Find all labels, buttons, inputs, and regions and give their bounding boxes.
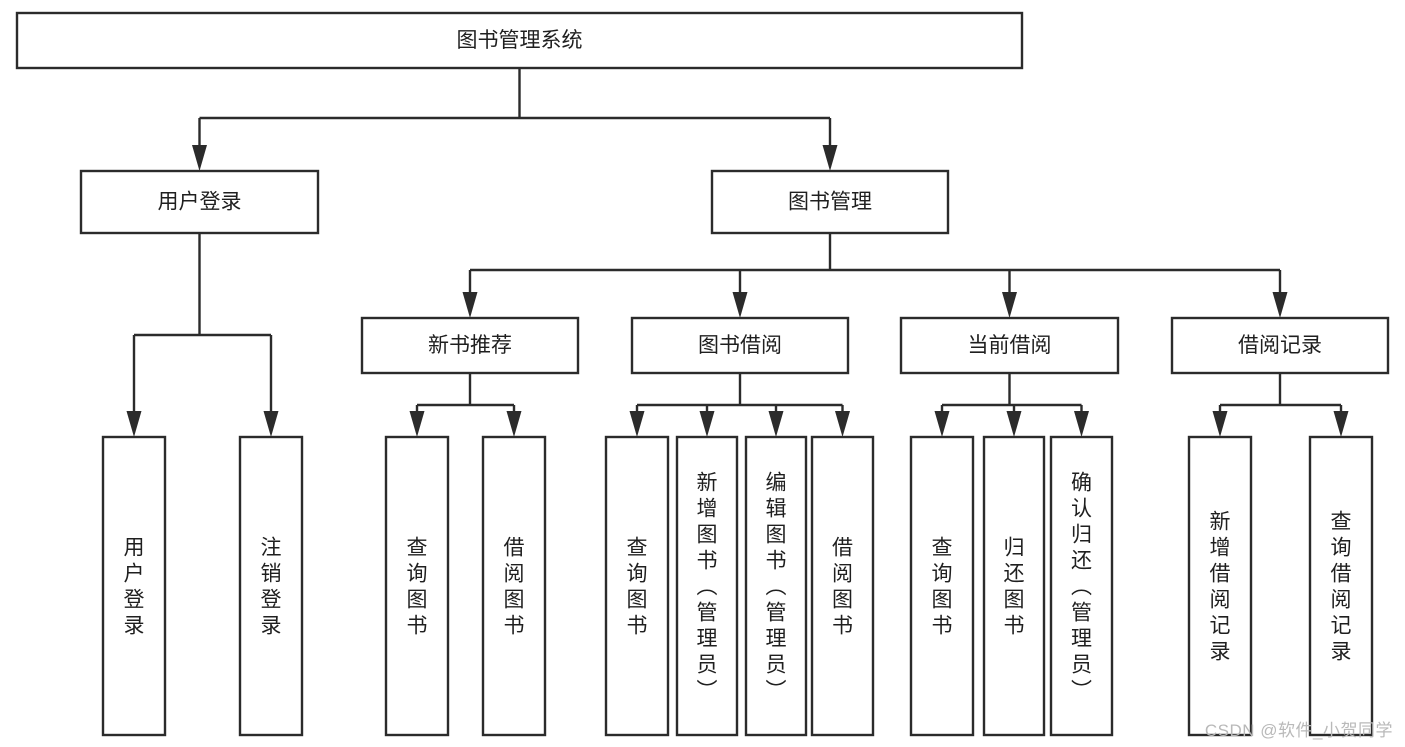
- node-new-book-rec[interactable]: 新书推荐: [360, 316, 580, 375]
- node-label-leaf-edit-book-admin: 编辑图书︵管理员︶: [766, 471, 787, 702]
- node-label-leaf-query-record: 查询借阅记录: [1331, 510, 1352, 663]
- arrow-head-book-borrow: [732, 292, 748, 318]
- arrow-head-leaf-borrow-book-1: [506, 411, 522, 437]
- node-leaf-return-book[interactable]: 归还图书: [982, 435, 1046, 737]
- node-box-leaf-borrow-book-1: [481, 435, 547, 737]
- node-label-user-login: 用户登录: [158, 191, 242, 214]
- node-box-user-login: [79, 169, 320, 235]
- node-leaf-logout[interactable]: 注销登录: [238, 435, 304, 737]
- node-leaf-add-record[interactable]: 新增借阅记录: [1187, 435, 1253, 737]
- node-box-leaf-borrow-book-2: [810, 435, 875, 737]
- node-label-current-borrow: 当前借阅: [968, 334, 1052, 357]
- node-box-leaf-add-book-admin: [675, 435, 739, 737]
- node-box-book-manage: [710, 169, 950, 235]
- node-box-borrow-record: [1170, 316, 1390, 375]
- node-label-leaf-borrow-book-2: 借阅图书: [832, 536, 853, 637]
- node-box-book-borrow: [630, 316, 850, 375]
- arrow-head-book-manage: [822, 145, 838, 171]
- node-leaf-query-record[interactable]: 查询借阅记录: [1308, 435, 1374, 737]
- node-label-borrow-record: 借阅记录: [1238, 334, 1322, 357]
- node-box-leaf-query-record: [1308, 435, 1374, 737]
- arrow-head-leaf-add-record: [1212, 411, 1228, 437]
- node-box-new-book-rec: [360, 316, 580, 375]
- arrow-head-leaf-confirm-return-admin: [1074, 411, 1089, 437]
- node-label-leaf-query-book-2: 查询图书: [627, 536, 648, 637]
- node-root[interactable]: 图书管理系统: [15, 11, 1024, 70]
- arrow-head-leaf-user-login: [126, 411, 142, 437]
- node-leaf-query-book-2[interactable]: 查询图书: [604, 435, 670, 737]
- arrow-head-leaf-edit-book-admin: [768, 411, 784, 437]
- arrow-head-new-book-rec: [462, 292, 478, 318]
- node-layer: 图书管理系统用户登录图书管理新书推荐图书借阅当前借阅借阅记录用户登录注销登录查询…: [15, 11, 1390, 737]
- node-box-leaf-query-book-3: [909, 435, 975, 737]
- node-box-leaf-edit-book-admin: [744, 435, 808, 737]
- node-box-leaf-query-book-1: [384, 435, 450, 737]
- node-label-leaf-confirm-return-admin: 确认归还︵管理员︶: [1071, 471, 1092, 702]
- node-leaf-query-book-3[interactable]: 查询图书: [909, 435, 975, 737]
- node-leaf-borrow-book-2[interactable]: 借阅图书: [810, 435, 875, 737]
- node-box-leaf-user-login: [101, 435, 167, 737]
- arrow-head-borrow-record: [1272, 292, 1288, 318]
- node-label-root: 图书管理系统: [457, 29, 583, 52]
- node-box-leaf-query-book-2: [604, 435, 670, 737]
- node-label-leaf-user-login: 用户登录: [124, 536, 145, 637]
- arrow-head-leaf-query-book-3: [934, 411, 950, 437]
- node-borrow-record[interactable]: 借阅记录: [1170, 316, 1390, 375]
- connector-layer: [126, 68, 1349, 437]
- node-label-leaf-borrow-book-1: 借阅图书: [504, 536, 525, 637]
- node-box-leaf-logout: [238, 435, 304, 737]
- arrow-head-leaf-logout: [263, 411, 279, 437]
- arrow-head-user-login: [192, 145, 207, 171]
- node-box-current-borrow: [899, 316, 1120, 375]
- node-label-new-book-rec: 新书推荐: [428, 334, 512, 357]
- arrow-head-current-borrow: [1002, 292, 1017, 318]
- node-leaf-confirm-return-admin[interactable]: 确认归还︵管理员︶: [1049, 435, 1114, 737]
- arrow-head-leaf-query-book-1: [409, 411, 425, 437]
- arrow-head-leaf-add-book-admin: [699, 411, 715, 437]
- node-label-leaf-query-book-1: 查询图书: [407, 536, 428, 637]
- node-current-borrow[interactable]: 当前借阅: [899, 316, 1120, 375]
- node-label-leaf-add-record: 新增借阅记录: [1210, 510, 1231, 663]
- node-book-manage[interactable]: 图书管理: [710, 169, 950, 235]
- node-label-leaf-query-book-3: 查询图书: [932, 536, 953, 637]
- node-label-leaf-logout: 注销登录: [261, 536, 282, 637]
- node-box-root: [15, 11, 1024, 70]
- node-user-login[interactable]: 用户登录: [79, 169, 320, 235]
- node-leaf-user-login[interactable]: 用户登录: [101, 435, 167, 737]
- node-leaf-borrow-book-1[interactable]: 借阅图书: [481, 435, 547, 737]
- node-box-leaf-return-book: [982, 435, 1046, 737]
- node-label-leaf-return-book: 归还图书: [1004, 536, 1025, 637]
- node-label-book-borrow: 图书借阅: [698, 334, 782, 357]
- arrow-head-leaf-return-book: [1006, 411, 1022, 437]
- node-book-borrow[interactable]: 图书借阅: [630, 316, 850, 375]
- arrow-head-leaf-borrow-book-2: [835, 411, 850, 437]
- node-label-leaf-add-book-admin: 新增图书︵管理员︶: [697, 471, 718, 702]
- node-box-leaf-confirm-return-admin: [1049, 435, 1114, 737]
- node-leaf-edit-book-admin[interactable]: 编辑图书︵管理员︶: [744, 435, 808, 737]
- node-leaf-query-book-1[interactable]: 查询图书: [384, 435, 450, 737]
- arrow-head-leaf-query-book-2: [629, 411, 645, 437]
- node-box-leaf-add-record: [1187, 435, 1253, 737]
- node-label-book-manage: 图书管理: [788, 191, 872, 214]
- node-leaf-add-book-admin[interactable]: 新增图书︵管理员︶: [675, 435, 739, 737]
- arrow-head-leaf-query-record: [1333, 411, 1349, 437]
